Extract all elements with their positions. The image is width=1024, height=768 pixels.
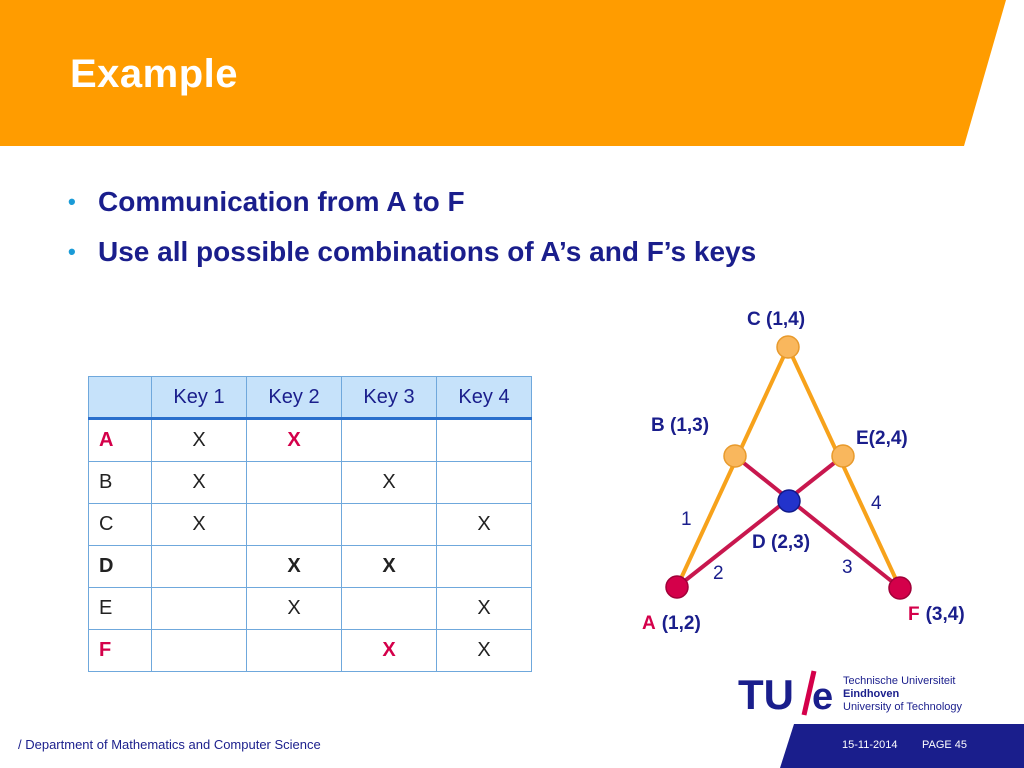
table-cell	[246, 503, 342, 546]
row-name: B	[88, 461, 152, 504]
bullet-icon: •	[68, 239, 76, 264]
footer-band	[780, 724, 1024, 768]
table-cell: X	[436, 587, 532, 630]
table-cell: X	[246, 545, 342, 588]
node-f-coords: (3,4)	[926, 604, 965, 625]
row-name: A	[88, 418, 152, 462]
node-a	[665, 575, 689, 599]
row-name: C	[88, 503, 152, 546]
bullet-item: • Communication from A to F	[68, 180, 756, 230]
table-cell: X	[341, 545, 437, 588]
table-cell: X	[151, 503, 247, 546]
footer-date: 15-11-2014	[842, 739, 898, 751]
node-b	[723, 444, 747, 468]
table-cell: X	[246, 418, 342, 462]
table-cell: X	[341, 461, 437, 504]
footer-department: / Department of Mathematics and Computer…	[18, 737, 321, 752]
table-header-cell: Key 4	[436, 376, 532, 420]
row-name: D	[88, 545, 152, 588]
table-row: F X X	[88, 629, 532, 672]
edge-label-3: 3	[842, 557, 853, 578]
node-c	[776, 335, 800, 359]
table-cell	[151, 545, 247, 588]
table-cell: X	[436, 629, 532, 672]
node-e-label: E(2,4)	[856, 428, 908, 449]
node-e	[831, 444, 855, 468]
table-cell	[151, 587, 247, 630]
table-cell: X	[151, 418, 247, 462]
node-a-label: A (1,2)	[642, 613, 701, 634]
bullet-text: Use all possible combinations of A’s and…	[98, 236, 757, 267]
table-cell: X	[341, 629, 437, 672]
table-cell	[436, 418, 532, 462]
table-cell	[341, 418, 437, 462]
table-row: B X X	[88, 461, 532, 504]
table-cell	[246, 629, 342, 672]
edge-label-2: 2	[713, 563, 724, 584]
node-f	[888, 576, 912, 600]
table-header-cell: Key 2	[246, 376, 342, 420]
node-a-letter: A	[642, 613, 656, 634]
node-c-label: C (1,4)	[747, 309, 805, 330]
table-row: A X X	[88, 418, 532, 462]
table-header-cell: Key 1	[151, 376, 247, 420]
table-cell	[341, 587, 437, 630]
table-cell	[436, 461, 532, 504]
table-row: E X X	[88, 587, 532, 630]
logo-text-line2: Eindhoven	[843, 688, 900, 700]
edge-b-f	[733, 454, 902, 590]
svg-text:TU: TU	[738, 671, 794, 718]
bullet-text: Communication from A to F	[98, 186, 465, 217]
edge-a-e	[675, 454, 845, 589]
slide-title: Example	[70, 52, 239, 96]
row-name: E	[88, 587, 152, 630]
table-cell	[151, 629, 247, 672]
node-f-letter: F	[908, 604, 920, 625]
table-header-cell	[88, 376, 152, 420]
edge-label-4: 4	[871, 493, 882, 514]
footer-page-number: PAGE 45	[922, 739, 968, 751]
table-cell: X	[151, 461, 247, 504]
bullet-list: • Communication from A to F • Use all poss…	[68, 180, 756, 280]
network-diagram: C (1,4) B (1,3) E(2,4) D (2,3) A (1,2) F (…	[642, 309, 965, 634]
node-b-label: B (1,3)	[651, 415, 709, 436]
logo-text-line3: University of Technology	[843, 701, 963, 713]
edge-label-1: 1	[681, 509, 692, 530]
row-name: F	[88, 629, 152, 672]
node-d-label: D (2,3)	[752, 532, 810, 553]
node-a-coords: (1,2)	[662, 613, 701, 634]
logo-text-line1: Technische Universiteit	[843, 675, 956, 687]
header-band	[0, 0, 1006, 146]
table-row: C X X	[88, 503, 532, 546]
tue-logo: TU e	[738, 670, 833, 718]
table-header-row: Key 1 Key 2 Key 3 Key 4	[88, 376, 532, 420]
table-cell: X	[436, 503, 532, 546]
node-d	[777, 489, 801, 513]
table-cell	[436, 545, 532, 588]
bullet-item: • Use all possible combinations of A’s an…	[68, 230, 756, 280]
table-cell	[341, 503, 437, 546]
node-f-label: F (3,4)	[908, 604, 965, 625]
svg-text:e: e	[812, 676, 833, 718]
table-row: D X X	[88, 545, 532, 588]
key-table: Key 1 Key 2 Key 3 Key 4 A X X B X X C X …	[88, 376, 532, 672]
table-header-cell: Key 3	[341, 376, 437, 420]
table-cell	[246, 461, 342, 504]
bullet-icon: •	[68, 189, 76, 214]
table-cell: X	[246, 587, 342, 630]
